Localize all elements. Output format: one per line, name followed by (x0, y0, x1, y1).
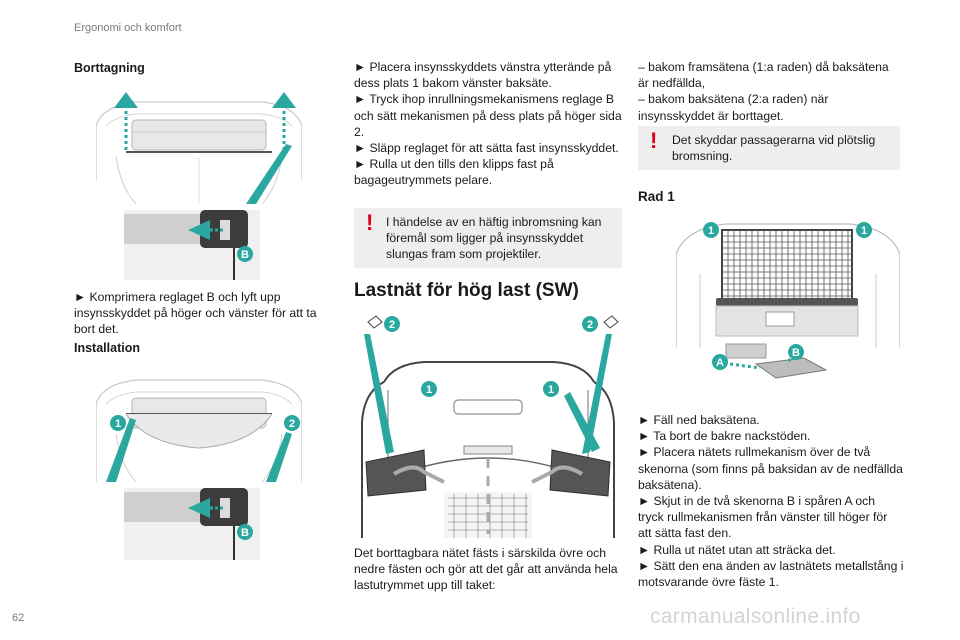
callout-b: B (792, 347, 800, 359)
step-text: ► Skjut in de två skenorna B i spåren A … (638, 494, 888, 541)
callout-2: 2 (289, 418, 295, 430)
bullet-text: – bakom framsätena (1:a raden) då baksät… (638, 60, 889, 91)
heading-row-1: Rad 1 (638, 189, 675, 204)
warning-box: ! Det skyddar passagerarna vid plötslig … (638, 126, 900, 170)
section-header: Ergonomi och komfort (74, 22, 182, 34)
step-text: ► Släpp reglaget för att sätta fast insy… (354, 141, 619, 156)
figure-install-lever: B (124, 488, 260, 560)
callout-a: A (716, 357, 724, 369)
heading-cargo-net: Lastnät för hög last (SW) (354, 280, 579, 301)
figure-cargo-net: 2 2 1 1 (354, 312, 622, 538)
step-text: ► Fäll ned baksätena. (638, 413, 760, 427)
figure-removal-cover (96, 86, 302, 204)
heading-removal: Borttagning (74, 61, 145, 75)
step-text: ► Placera nätets rullmekanism över de tv… (638, 445, 903, 492)
row-1-steps: ► Fäll ned baksätena. ► Ta bort de bakre… (638, 412, 904, 590)
step-text: ► Rulla ut den tills den klipps fast på … (354, 157, 554, 188)
callout-1: 1 (548, 384, 554, 396)
callout-1: 1 (115, 418, 121, 430)
callout-1: 1 (426, 384, 432, 396)
step-text: ► Tryck ihop inrullningsmekanismens regl… (354, 92, 622, 139)
warning-text: I händelse av en häftig inbromsning kan … (386, 215, 602, 262)
watermark: carmanualsonline.info (650, 605, 861, 628)
bullet-text: – bakom baksätena (2:a raden) när insyns… (638, 92, 829, 123)
install-steps: ► Placera insynsskyddets vänstra ytterän… (354, 59, 622, 189)
page-number: 62 (12, 612, 25, 624)
body-text: Det borttagbara nätet fästs i särskilda … (354, 546, 618, 593)
net-positions: – bakom framsätena (1:a raden) då baksät… (638, 59, 900, 124)
step-text: ► Placera insynsskyddets vänstra ytterän… (354, 60, 612, 91)
callout-2: 2 (389, 319, 395, 331)
figure-removal-lever: B (124, 210, 260, 280)
heading-install: Installation (74, 341, 140, 355)
step-text: ► Sätt den ena änden av lastnätets metal… (638, 558, 904, 590)
warning-text: Det skyddar passagerarna vid plötslig br… (672, 133, 876, 164)
exclamation-icon: ! (366, 210, 374, 235)
step-text: ► Ta bort de bakre nackstöden. (638, 429, 811, 444)
step-text: ► Rulla ut nätet utan att sträcka det. (638, 542, 836, 557)
exclamation-icon: ! (650, 128, 658, 153)
callout-b: B (241, 249, 249, 261)
callout-b: B (241, 527, 249, 539)
step-text: ► Komprimera reglaget B och lyft upp ins… (74, 290, 317, 337)
removal-step: ► Komprimera reglaget B och lyft upp ins… (74, 289, 324, 338)
callout-2: 2 (587, 319, 593, 331)
warning-box: ! I händelse av en häftig inbromsning ka… (354, 208, 622, 268)
figure-install-cover: 1 2 (96, 364, 302, 482)
figure-row-1-net: 1 1 A B (676, 214, 900, 380)
cargo-net-intro: Det borttagbara nätet fästs i särskilda … (354, 545, 624, 594)
callout-1: 1 (861, 225, 867, 237)
callout-1: 1 (708, 225, 714, 237)
